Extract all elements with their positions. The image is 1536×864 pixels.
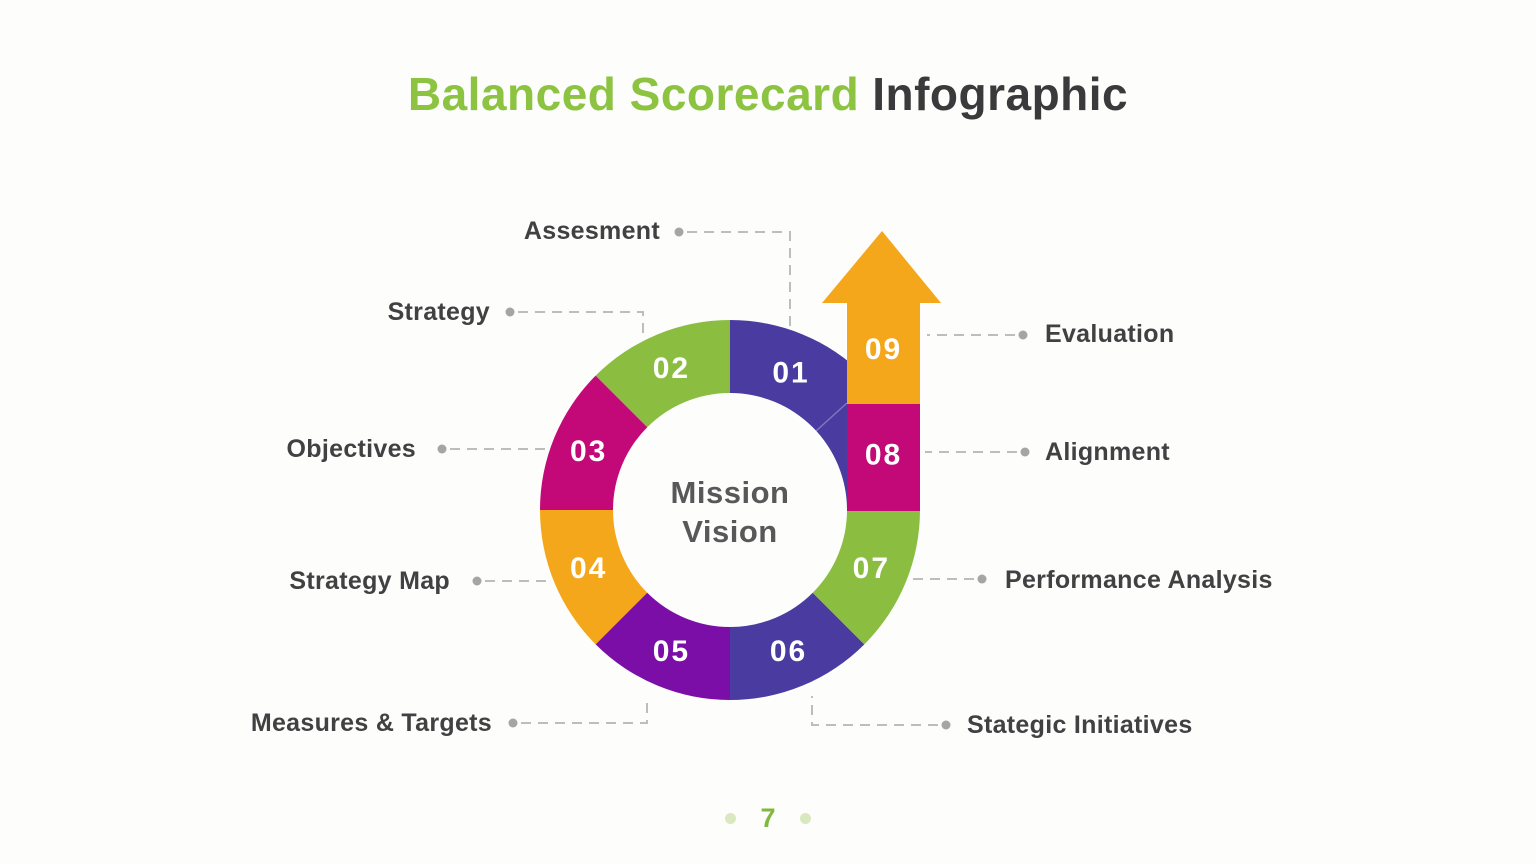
strip-segment-09 bbox=[847, 299, 920, 404]
ring-segment-03 bbox=[540, 375, 648, 510]
arrow-head bbox=[822, 231, 941, 303]
ring-segment-05 bbox=[595, 592, 730, 700]
connector-dot-strategy-map bbox=[472, 576, 482, 586]
ring-segment-06 bbox=[730, 592, 865, 700]
ring-segment-07 bbox=[812, 510, 920, 645]
callout-label-strategy-map: Strategy Map bbox=[289, 567, 450, 595]
title-rest: Infographic bbox=[872, 68, 1129, 120]
callout-label-performance-analysis: Performance Analysis bbox=[1005, 566, 1273, 594]
connector-dot-performance-analysis bbox=[977, 574, 987, 584]
segment-number-06: 06 bbox=[770, 635, 807, 668]
page-number: 7 bbox=[760, 802, 776, 833]
ring-segment-02 bbox=[595, 320, 730, 428]
callout-label-strategy: Strategy bbox=[388, 298, 490, 326]
connector-dot-assesment bbox=[674, 227, 684, 237]
connector-line-stategic-initiatives bbox=[811, 696, 938, 726]
strip-segment-08 bbox=[847, 403, 920, 511]
segment-number-07: 07 bbox=[853, 552, 890, 585]
segment-seam-line bbox=[815, 402, 848, 432]
connector-dot-evaluation bbox=[1018, 330, 1028, 340]
pager-dot-left bbox=[725, 812, 737, 824]
segment-number-05: 05 bbox=[653, 635, 690, 668]
connector-line-measures-targets bbox=[521, 696, 648, 724]
connector-line-assesment bbox=[687, 231, 791, 327]
callout-label-assesment: Assesment bbox=[524, 217, 660, 245]
callout-label-evaluation: Evaluation bbox=[1045, 320, 1174, 348]
connector-dot-alignment bbox=[1020, 447, 1030, 457]
segment-number-01: 01 bbox=[772, 356, 809, 389]
connector-dot-objectives bbox=[437, 444, 447, 454]
title-highlight: Balanced Scorecard bbox=[407, 68, 860, 120]
connector-dot-stategic-initiatives bbox=[941, 720, 951, 730]
page-footer: 7 bbox=[0, 799, 1536, 837]
callout-label-alignment: Alignment bbox=[1045, 438, 1170, 466]
segment-number-03: 03 bbox=[570, 435, 607, 468]
segment-number-08: 08 bbox=[865, 439, 902, 472]
callout-label-measures-targets: Measures & Targets bbox=[251, 709, 492, 737]
callout-label-stategic-initiatives: Stategic Initiatives bbox=[967, 711, 1193, 739]
segment-number-02: 02 bbox=[653, 352, 690, 385]
connector-dot-strategy bbox=[505, 307, 515, 317]
connector-dot-measures-targets bbox=[508, 718, 518, 728]
connector-line-strategy bbox=[518, 311, 644, 336]
pager-dot-right bbox=[799, 812, 811, 824]
segment-number-09: 09 bbox=[865, 333, 902, 366]
segment-number-04: 04 bbox=[570, 552, 607, 585]
ring-segment-04 bbox=[540, 510, 648, 645]
callout-label-objectives: Objectives bbox=[287, 435, 416, 463]
